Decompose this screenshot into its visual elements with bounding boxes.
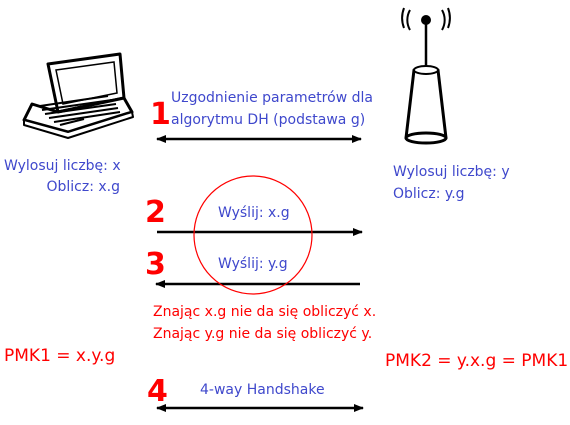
ap-step1-label: Wylosuj liczbę: y — [393, 164, 510, 180]
step-1-number: 1 — [150, 97, 171, 132]
note-line2: Znając y.g nie da się obliczyć y. — [153, 326, 372, 342]
step-1-label-line2: algorytmu DH (podstawa g) — [171, 112, 365, 128]
client-step1-label: Wylosuj liczbę: x — [4, 158, 121, 174]
note-line1: Znając x.g nie da się obliczyć x. — [153, 304, 376, 320]
step-2-number: 2 — [145, 195, 166, 230]
laptop-icon — [22, 52, 134, 139]
client-key-label: PMK1 = x.y.g — [4, 346, 115, 366]
step-3-number: 3 — [145, 247, 166, 282]
step-4-number: 4 — [147, 374, 168, 409]
highlight-circle — [193, 175, 313, 295]
ap-step2-label: Oblicz: y.g — [393, 186, 465, 202]
step-1-label-line1: Uzgodnienie parametrów dla — [171, 90, 373, 106]
step-3-label: Wyślij: y.g — [218, 256, 288, 272]
access-point-icon — [401, 7, 451, 145]
client-step2-label: Oblicz: x.g — [46, 179, 120, 195]
step-2-label: Wyślij: x.g — [218, 205, 290, 221]
ap-key-label: PMK2 = y.x.g = PMK1 — [385, 351, 568, 371]
step-4-label: 4-way Handshake — [200, 382, 325, 398]
